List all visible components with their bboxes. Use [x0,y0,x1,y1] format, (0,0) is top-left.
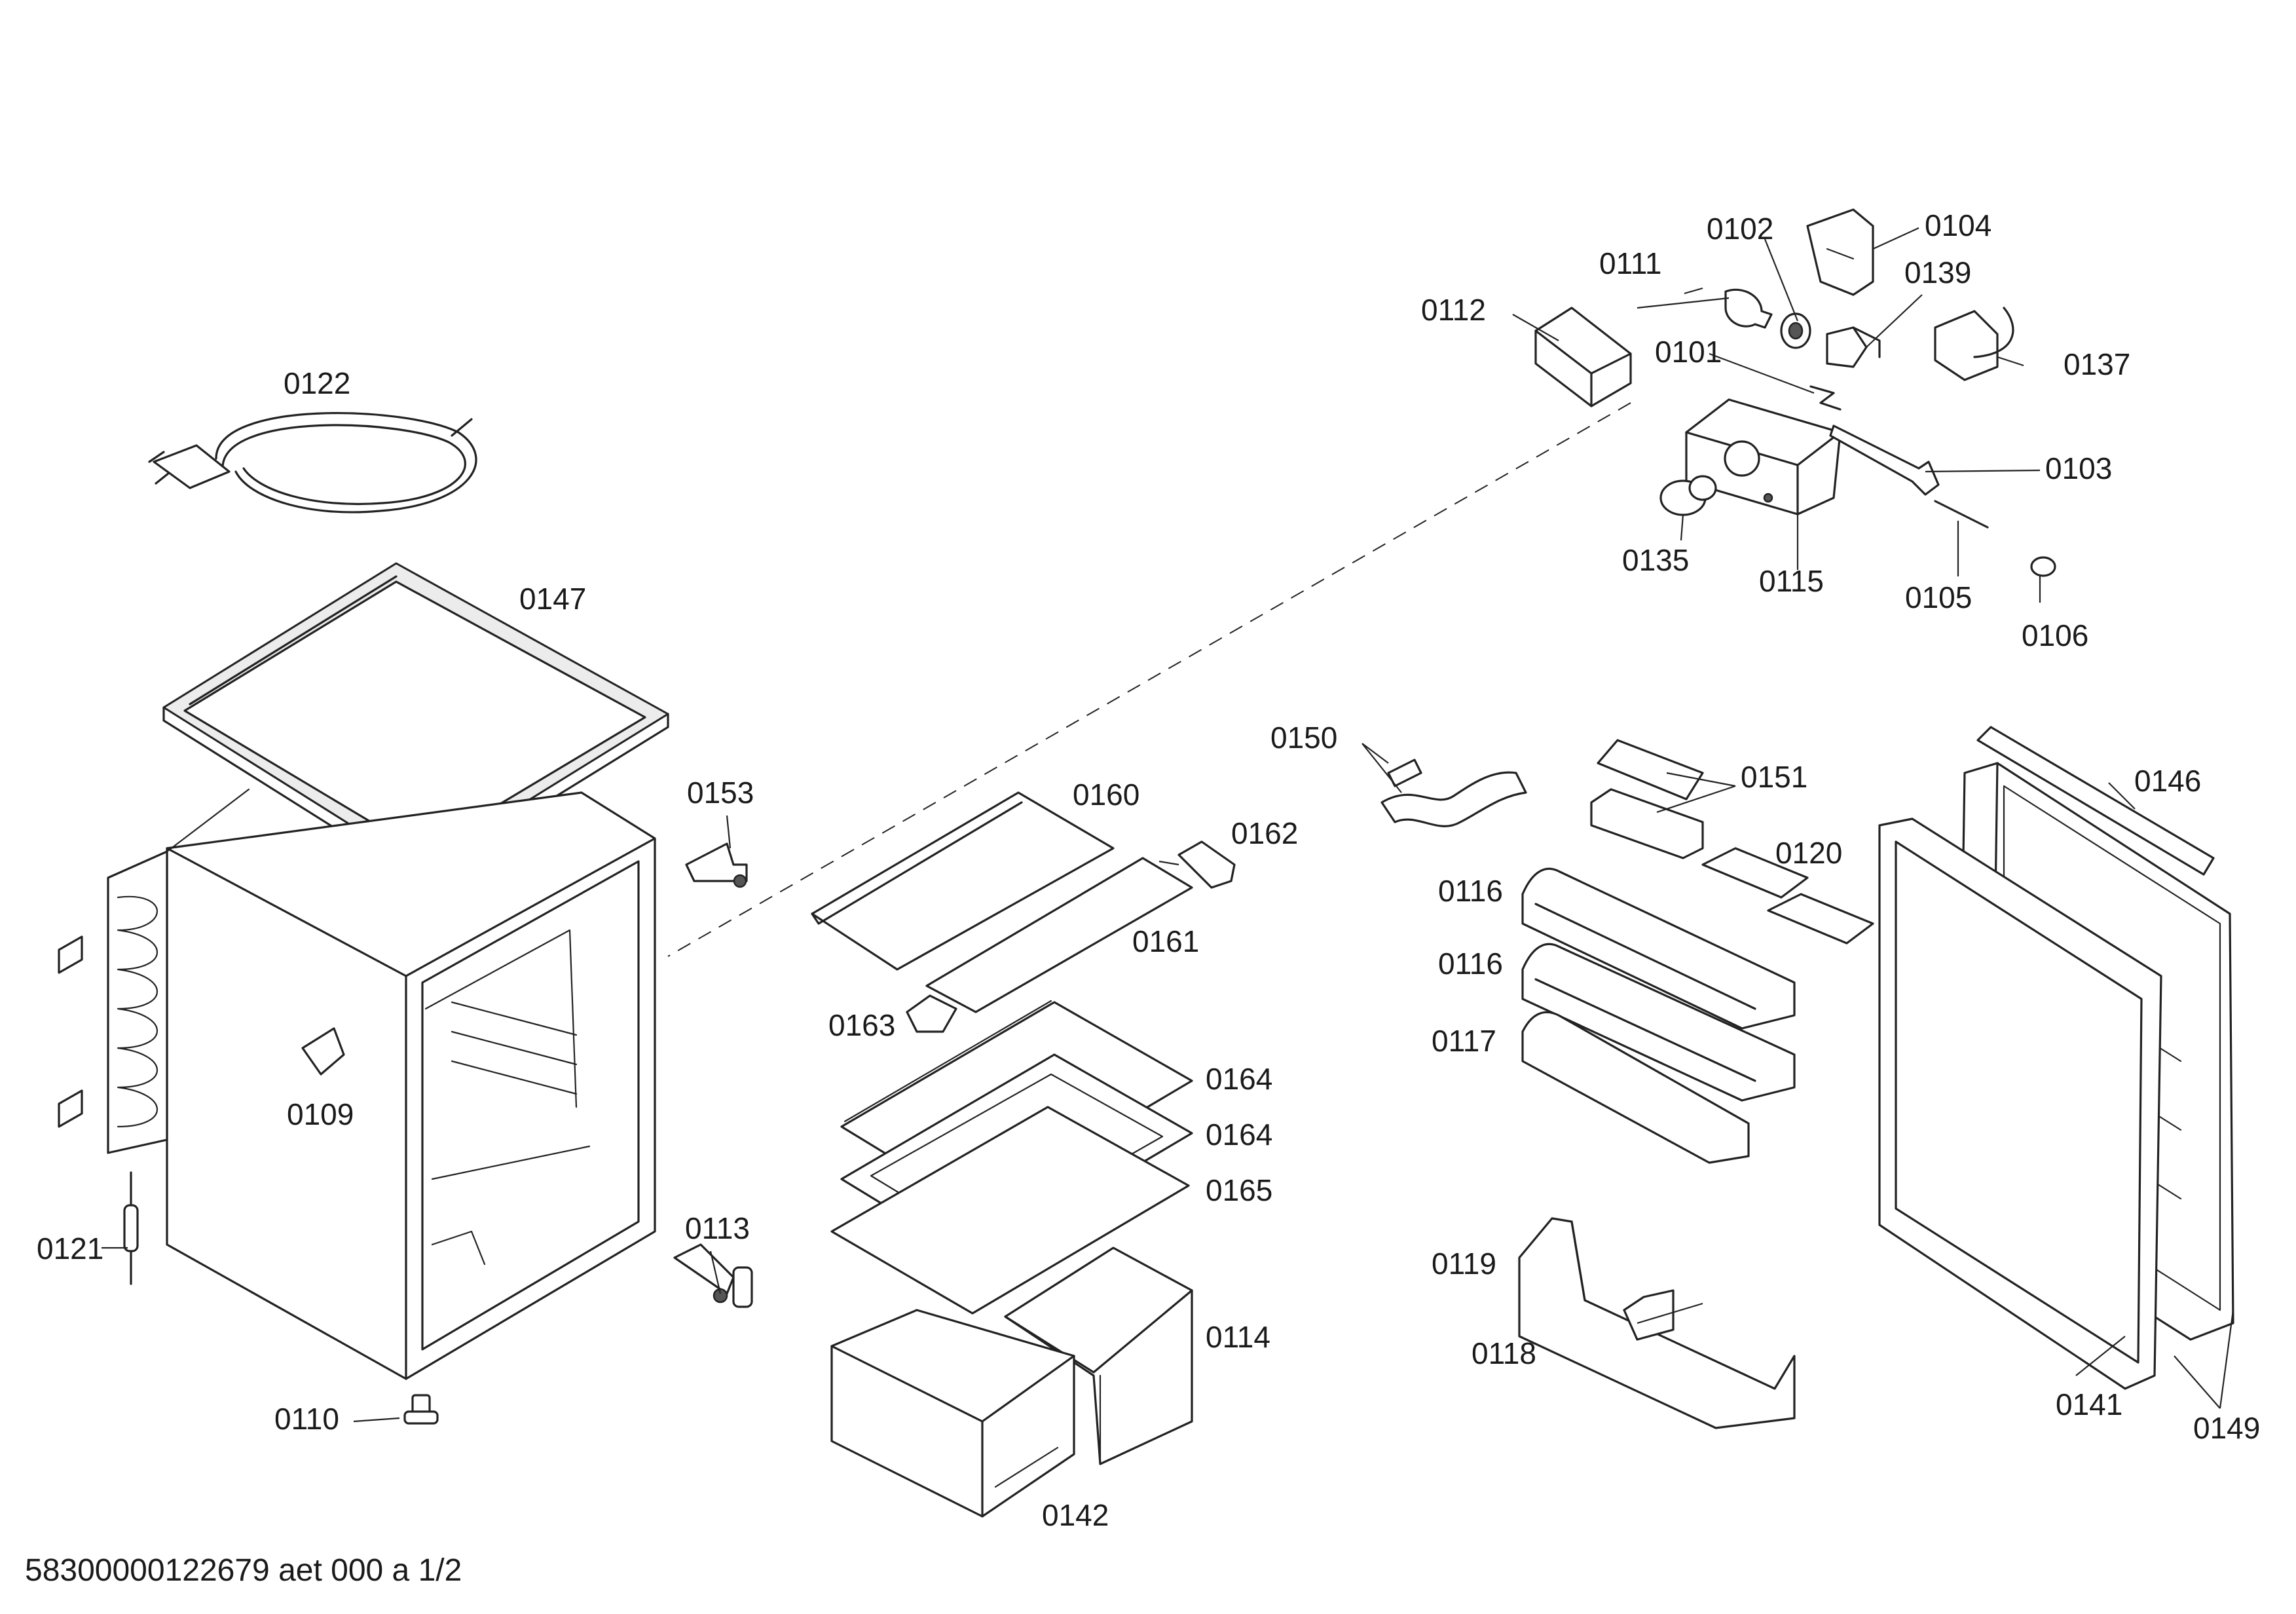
callout-0109: 0109 [287,1097,354,1131]
control-housing-0115 [1685,398,1842,516]
callout-0117: 0117 [1432,1024,1496,1058]
shelf-upper [811,791,1115,971]
door-gasket-0141 [1878,817,2162,1390]
door-bin-0116-lower [1521,943,1796,1102]
thermostat-0137 [1934,307,2014,381]
leveling-foot [403,1394,439,1425]
callout-0151: 0151 [1741,760,1807,794]
sensor-rod-0105 [1934,500,1989,529]
door-trim-0146 [1976,726,2215,876]
callout-0137: 0137 [2064,347,2130,381]
callout-0114: 0114 [1206,1320,1270,1354]
callout-0147: 0147 [519,582,586,616]
thermostat-rod-0103 [1829,424,1940,496]
callout-0150: 0150 [1270,721,1337,755]
lamp-socket [1780,312,1811,349]
egg-tray-0120 [1701,847,1874,945]
spring-clip-0101 [1809,385,1842,411]
callout-0120: 0120 [1775,836,1842,870]
crisper-drawer-front [830,1309,1075,1518]
sensor-tube [123,1171,139,1285]
lamp-bulb [1724,288,1773,329]
bin-divider-0118 [1623,1289,1675,1341]
callout-0103: 0103 [2045,451,2112,485]
callout-0139: 0139 [1904,255,1971,290]
egg-tray-holder-0150 [1380,759,1527,827]
callout-0121: 0121 [37,1231,103,1266]
callout-0118: 0118 [1472,1336,1536,1370]
callout-0149: 0149 [2193,1411,2260,1445]
upper-hinge [685,842,748,888]
butter-compartment-0151 [1590,739,1704,859]
callout-0161: 0161 [1132,924,1199,958]
bracket-0104 [1806,208,1874,296]
bottle-bin-0119 [1518,1217,1796,1429]
callout-0164-upper: 0164 [1206,1062,1272,1096]
lamp-holder [1826,326,1881,368]
callout-labels: 0101 0102 0103 0104 0105 0106 0109 0110 … [37,208,2260,1532]
callout-0106: 0106 [2022,618,2088,652]
glass-shelf-3 [830,1106,1190,1315]
callout-0116-lower: 0116 [1438,947,1503,981]
shelf-clip-right [1177,840,1236,889]
callout-0165: 0165 [1206,1173,1272,1207]
power-cord [148,412,477,514]
callout-0141: 0141 [2056,1387,2122,1421]
light-cover-0112 [1534,307,1632,407]
callout-0115: 0115 [1759,564,1824,598]
callout-0162: 0162 [1231,816,1298,850]
callout-0135: 0135 [1622,543,1689,577]
callout-0112: 0112 [1421,293,1486,327]
shelf-upper-rear [925,857,1193,1013]
control-knob-0135 [1659,475,1717,516]
callout-0164-lower: 0164 [1206,1117,1272,1152]
door-bin-0116-upper [1521,867,1796,1030]
callout-0122: 0122 [284,366,350,400]
callout-0105: 0105 [1905,580,1972,614]
callout-0146: 0146 [2134,764,2201,798]
callout-0104: 0104 [1925,208,1991,242]
callout-0160: 0160 [1073,778,1139,812]
callout-0119: 0119 [1432,1247,1496,1281]
leader-lines [102,227,2234,1423]
callout-0111: 0111 [1599,246,1662,280]
callout-0116-upper: 0116 [1438,874,1503,908]
assembly-guide-line [667,402,1631,957]
callout-0163: 0163 [828,1008,895,1042]
cabinet-body [166,791,656,1380]
shelf-clip-left [906,994,957,1033]
callout-0113: 0113 [685,1211,750,1245]
lower-hinge [673,1243,753,1308]
callout-0102: 0102 [1707,212,1773,246]
drawing-reference-footer: 58300000122679 aet 000 a 1/2 [25,1553,462,1588]
callout-0142: 0142 [1042,1498,1109,1532]
crisper-drawer-rear [1004,1247,1193,1465]
plug-0106 [2030,556,2056,577]
callout-0101: 0101 [1655,335,1722,369]
callout-0153: 0153 [687,776,754,810]
door-bin-0117 [1521,1011,1750,1164]
condenser-coil [58,788,250,1154]
callout-0110: 0110 [274,1402,339,1436]
